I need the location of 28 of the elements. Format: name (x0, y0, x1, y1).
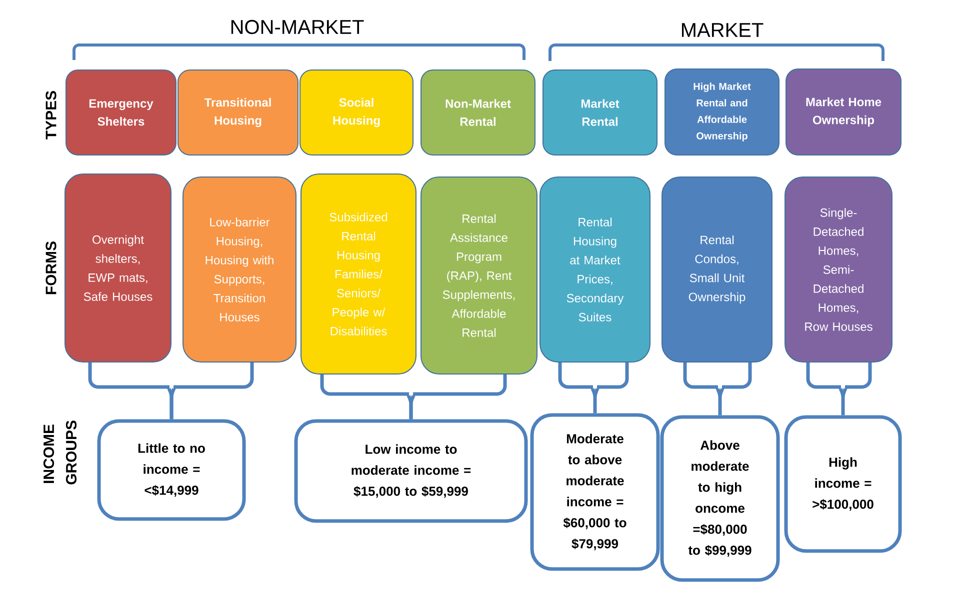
form-box: Single- Detached Homes, Semi- Detached Homes, Row Houses (784, 176, 892, 362)
type-box: Market Home Ownership (786, 68, 902, 156)
income-box: Little to no income = <$14,999 (97, 419, 246, 521)
type-box: Social Housing (300, 70, 414, 156)
income-box: High income = >$100,000 (784, 415, 902, 553)
income-box: Moderate to above moderate income = $60,000 to $79,999 (530, 413, 660, 571)
group-heading: MARKET (682, 23, 764, 37)
brace-connector (170, 362, 254, 420)
type-box: Non-Market Rental (420, 70, 536, 156)
income-box: Above moderate to high oncome =$80,000 to $99,999 (660, 415, 780, 582)
group-heading: NON-MARKET (231, 20, 364, 34)
row-heading: INCOME GROUPS (43, 420, 77, 484)
income-box: Low income to moderate income = $15,000 to $59,999 (294, 419, 528, 523)
type-box: High Market Rental and Affordable Ownership (664, 68, 780, 156)
brace-connector (806, 360, 872, 417)
type-box: Transitional Housing (178, 70, 298, 156)
form-box: Low-barrier Housing, Housing with Supports, Transition Houses (182, 176, 296, 362)
form-box: Rental Housing at Market Prices, Secondary Suites (540, 176, 650, 362)
type-box: Emergency Shelters (66, 70, 176, 156)
form-box: Overnight shelters, EWP mats, Safe Houses (64, 174, 172, 362)
type-box: Market Rental (542, 70, 658, 156)
brace-connector (683, 360, 752, 417)
brace-connector (558, 360, 629, 415)
form-box: Rental Assistance Program (RAP), Rent Supplements, Affordable Rental (420, 176, 538, 374)
form-box: Subsidized Rental Housing Families/ Seniors/ People w/ Disabilities (300, 174, 416, 374)
form-box: Rental Condos, Small Unit Ownership (662, 176, 772, 362)
brace-connector (409, 374, 507, 420)
row-heading: TYPES (46, 91, 56, 140)
